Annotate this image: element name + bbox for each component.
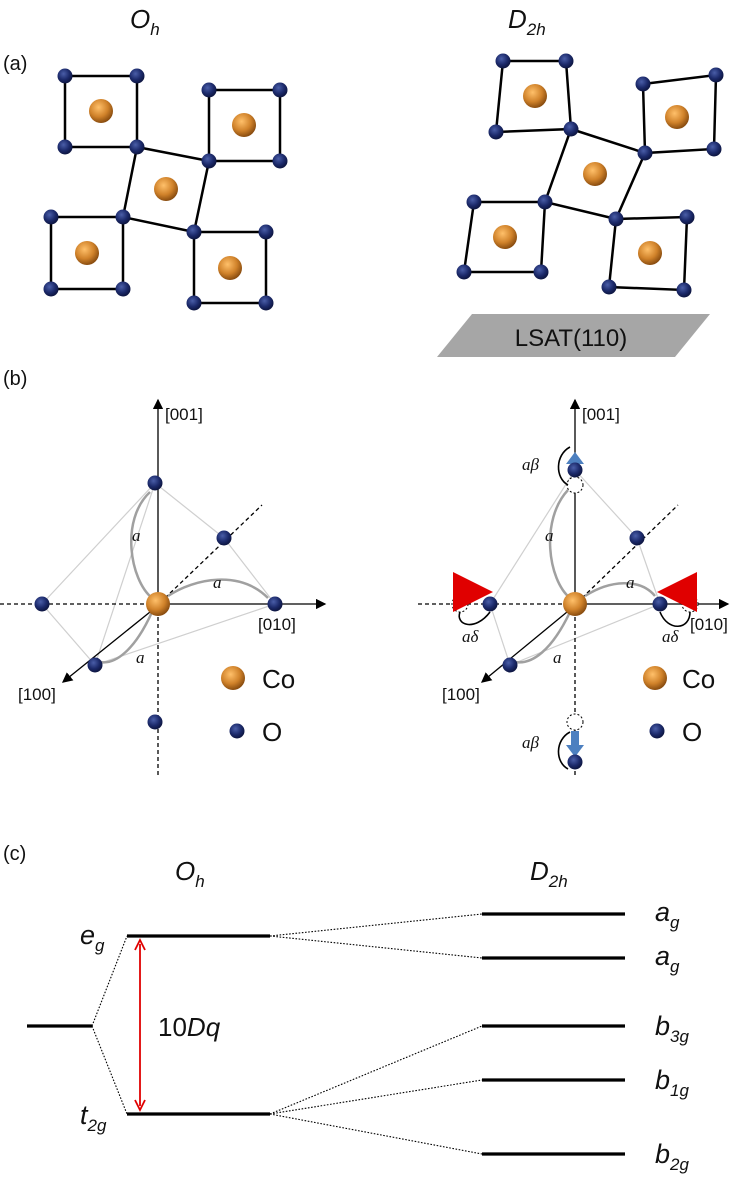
eg-label: eg bbox=[80, 920, 105, 955]
bond-label-r3: a bbox=[553, 648, 562, 667]
bond-label-3: a bbox=[136, 648, 145, 667]
d2h-co-atoms bbox=[493, 84, 689, 265]
left-axis-100-label: [100] bbox=[18, 685, 56, 704]
axis-100-line bbox=[61, 611, 151, 683]
correlation-lines bbox=[91, 913, 483, 1155]
right-axis-001-label: [001] bbox=[582, 405, 620, 424]
legend-left: Co O bbox=[221, 664, 295, 747]
legend-co-left: Co bbox=[262, 664, 295, 694]
substrate-label: LSAT(110) bbox=[515, 325, 628, 352]
bond-label-1: a bbox=[132, 526, 141, 545]
t2g-label: t2g bbox=[80, 1100, 107, 1135]
right-axis-100-label: [100] bbox=[442, 685, 480, 704]
right-axis-010-label: [010] bbox=[690, 615, 728, 634]
energy-levels bbox=[27, 912, 625, 1156]
level-label-ag-1: ag bbox=[655, 897, 680, 932]
bond-label-2: a bbox=[213, 573, 222, 592]
splitting-label: 10Dq bbox=[158, 1012, 221, 1042]
legend-o-right: O bbox=[682, 717, 702, 747]
oh-octahedron-3d: a a a bbox=[0, 398, 327, 775]
arrow-down-blue bbox=[566, 731, 584, 757]
panel-b-label: (b) bbox=[3, 368, 27, 390]
beta-label-top: aβ bbox=[522, 455, 540, 474]
panel-c-right-title: D2h bbox=[530, 856, 568, 891]
panel-a-left-title: Oh bbox=[130, 4, 160, 39]
left-axis-001-label: [001] bbox=[165, 405, 203, 424]
d2h-octahedron-3d: a a a aβ aβ aδ aδ bbox=[418, 398, 730, 775]
legend-right: Co O bbox=[643, 664, 715, 747]
level-label-ag-2: ag bbox=[655, 941, 680, 976]
legend-co-right: Co bbox=[682, 664, 715, 694]
level-label-b1g: b1g bbox=[655, 1065, 689, 1100]
panel-a-label: (a) bbox=[3, 53, 27, 75]
level-label-b3g: b3g bbox=[655, 1011, 689, 1046]
left-axis-010-label: [010] bbox=[258, 615, 296, 634]
d2h-o-atoms bbox=[456, 53, 724, 298]
oh-co-atoms bbox=[75, 99, 256, 280]
splitting-arrow bbox=[134, 937, 146, 1113]
delta-label-right: aδ bbox=[662, 627, 680, 646]
delta-label-left: aδ bbox=[462, 627, 480, 646]
bond-label-r1: a bbox=[545, 526, 554, 545]
panel-c-left-title: Oh bbox=[175, 856, 205, 891]
level-label-b2g: b2g bbox=[655, 1139, 689, 1174]
legend-o-left: O bbox=[262, 717, 282, 747]
bond-label-r2: a bbox=[626, 573, 635, 592]
oh-o-atoms bbox=[43, 68, 288, 311]
beta-label-bottom: aβ bbox=[522, 733, 540, 752]
panel-c-label: (c) bbox=[3, 843, 26, 865]
axis-100-line-right bbox=[480, 611, 568, 683]
substrate-slab bbox=[437, 314, 710, 357]
panel-a-right-title: D2h bbox=[508, 4, 546, 39]
